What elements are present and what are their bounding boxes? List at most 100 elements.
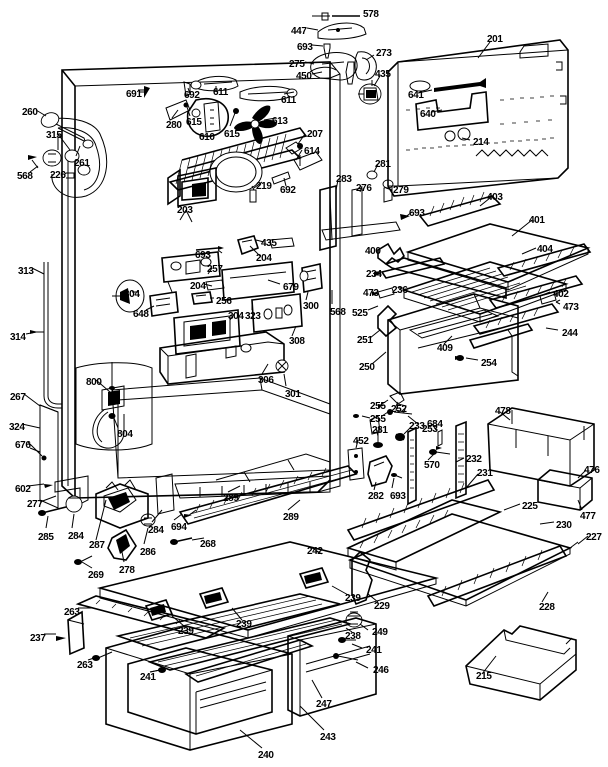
callout-label-242: 242 — [307, 546, 323, 557]
callout-label-282: 282 — [368, 491, 384, 502]
callout-label-473: 473 — [363, 288, 379, 299]
callout-label-273: 273 — [376, 48, 392, 59]
callout-label-236: 236 — [392, 285, 408, 296]
callout-label-263: 263 — [64, 607, 80, 618]
callout-label-306: 306 — [258, 375, 274, 386]
callout-label-203: 203 — [177, 205, 193, 216]
callout-label-452: 452 — [353, 436, 369, 447]
shelf-stack-group — [372, 191, 592, 395]
callout-label-315: 315 — [46, 130, 62, 141]
callout-label-477: 477 — [580, 511, 596, 522]
shelf-support-hardware — [346, 391, 496, 541]
callout-label-693: 693 — [390, 491, 406, 502]
callout-label-234: 234 — [366, 269, 382, 280]
callout-label-640: 640 — [420, 109, 436, 120]
callout-label-229: 229 — [374, 601, 390, 612]
callout-label-300: 300 — [303, 301, 319, 312]
callout-label-641: 641 — [408, 90, 424, 101]
callout-label-804: 804 — [117, 429, 133, 440]
callout-label-476: 476 — [584, 465, 600, 476]
callout-label-402: 402 — [553, 289, 569, 300]
callout-label-648: 648 — [133, 309, 149, 320]
leader-lines — [21, 15, 589, 749]
callout-label-289: 289 — [283, 512, 299, 523]
evaporator-coil — [167, 127, 308, 207]
callout-label-239: 239 — [236, 619, 252, 630]
callout-label-253: 253 — [422, 424, 438, 435]
callout-label-614: 614 — [304, 146, 320, 157]
callout-label-241: 241 — [366, 645, 382, 656]
callout-label-255: 255 — [370, 401, 386, 412]
callout-label-610: 610 — [199, 132, 215, 143]
callout-label-323: 323 — [245, 311, 261, 322]
callout-label-301: 301 — [285, 389, 301, 400]
callout-label-204: 204 — [190, 281, 206, 292]
callout-label-283: 283 — [336, 174, 352, 185]
callout-label-285: 285 — [38, 532, 54, 543]
callout-label-478: 478 — [495, 406, 511, 417]
callout-label-568: 568 — [17, 171, 33, 182]
callout-label-404: 404 — [537, 244, 553, 255]
callout-label-447: 447 — [291, 26, 307, 37]
callout-label-304: 304 — [124, 289, 140, 300]
control-components-group — [75, 235, 323, 451]
callout-label-201: 201 — [487, 34, 503, 45]
callout-label-225: 225 — [522, 501, 538, 512]
callout-label-570: 570 — [424, 460, 440, 471]
callout-label-409: 409 — [437, 343, 453, 354]
callout-label-281: 281 — [372, 425, 388, 436]
callout-label-692: 692 — [184, 90, 200, 101]
callout-label-260: 260 — [22, 107, 38, 118]
callout-label-473: 473 — [563, 302, 579, 313]
callout-label-613: 613 — [272, 116, 288, 127]
callout-label-277: 277 — [27, 499, 43, 510]
callout-label-314: 314 — [10, 332, 26, 343]
callout-label-252: 252 — [391, 404, 407, 415]
callout-label-684: 684 — [427, 419, 443, 430]
callout-label-230: 230 — [556, 520, 572, 531]
callout-label-250: 250 — [359, 362, 375, 373]
callout-label-281: 281 — [375, 159, 391, 170]
callout-label-257: 257 — [207, 264, 223, 275]
callout-label-615: 615 — [186, 117, 202, 128]
callout-label-240: 240 — [258, 750, 274, 761]
callout-label-578: 578 — [363, 9, 379, 20]
callout-label-525: 525 — [352, 308, 368, 319]
callout-label-287: 287 — [89, 540, 105, 551]
callout-label-400: 400 — [365, 246, 381, 257]
callout-label-693: 693 — [297, 42, 313, 53]
callout-label-214: 214 — [473, 137, 489, 148]
callout-label-231: 231 — [477, 468, 493, 479]
callout-label-615: 615 — [224, 129, 240, 140]
callout-label-284: 284 — [68, 531, 84, 542]
callout-label-268: 268 — [200, 539, 216, 550]
callout-label-263: 263 — [77, 660, 93, 671]
callout-label-280: 280 — [166, 120, 182, 131]
callout-label-308: 308 — [289, 336, 305, 347]
callout-label-450: 450 — [296, 71, 312, 82]
callout-label-568: 568 — [330, 307, 346, 318]
callout-label-243: 243 — [320, 732, 336, 743]
callout-label-313: 313 — [18, 266, 34, 277]
callout-label-227: 227 — [586, 532, 602, 543]
callout-label-304: 304 — [228, 311, 244, 322]
callout-label-226: 226 — [50, 170, 66, 181]
callout-label-289: 289 — [223, 493, 239, 504]
callout-label-694: 694 — [171, 522, 187, 533]
callout-label-800: 800 — [86, 377, 102, 388]
callout-label-403: 403 — [487, 192, 503, 203]
callout-label-286: 286 — [140, 547, 156, 558]
callout-label-284: 284 — [148, 525, 164, 536]
bin-group — [487, 407, 595, 511]
callout-label-239: 239 — [345, 593, 361, 604]
hinge-tube-group — [28, 112, 108, 198]
base-grille-group — [38, 453, 358, 565]
callout-label-324: 324 — [9, 422, 25, 433]
callout-label-676: 676 — [15, 440, 31, 451]
callout-label-246: 246 — [373, 665, 389, 676]
callout-label-691: 691 — [126, 89, 142, 100]
callout-label-261: 261 — [74, 158, 90, 169]
callout-label-693: 693 — [409, 208, 425, 219]
